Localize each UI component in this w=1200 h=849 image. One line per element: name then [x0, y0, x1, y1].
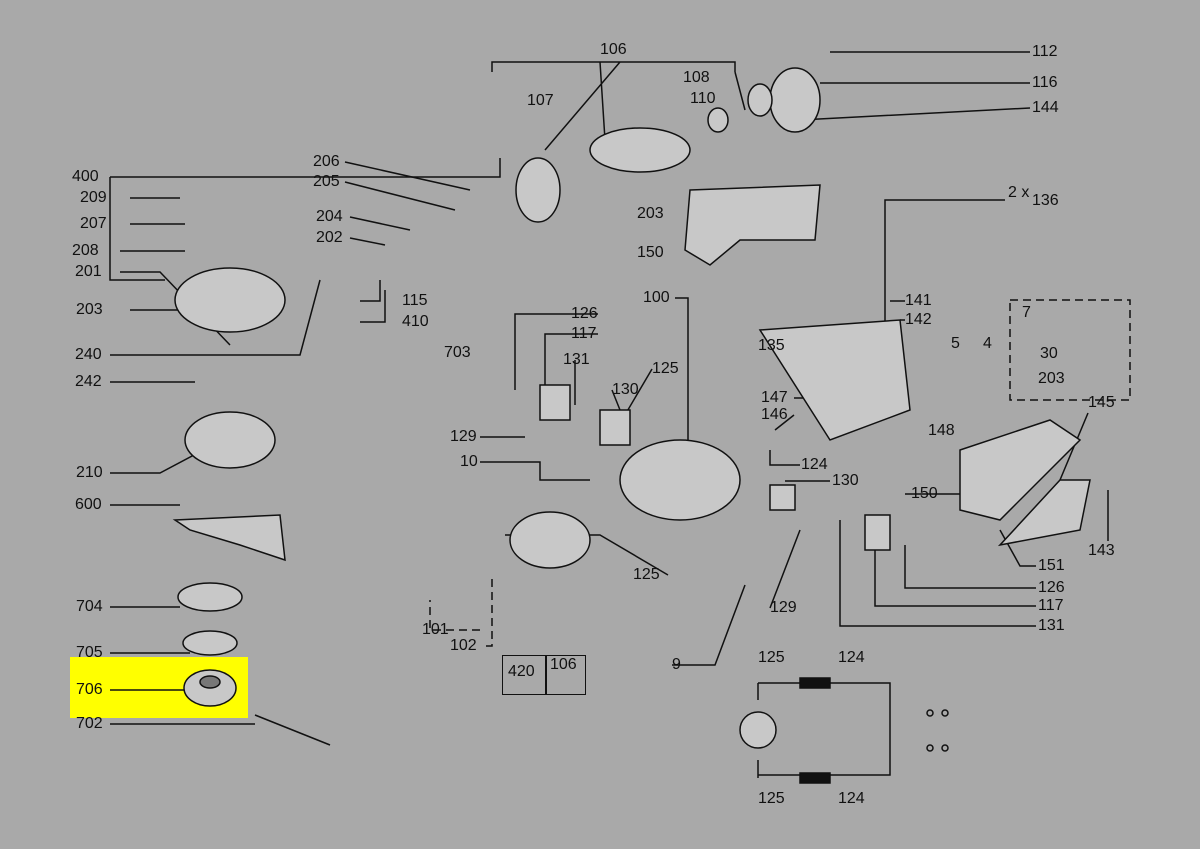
part-number-label: 141	[905, 292, 932, 309]
part-shapes	[172, 67, 1091, 746]
part-number-label: 207	[80, 215, 107, 232]
part-number-label: 131	[1038, 617, 1065, 634]
part-number-label: 142	[905, 311, 932, 328]
part-number-label: 600	[75, 496, 102, 513]
kit-box	[502, 655, 586, 695]
part-number-label: 125	[758, 649, 785, 666]
part-number-label: 30	[1040, 345, 1058, 362]
part-number-label: 125	[652, 360, 679, 377]
part-number-label: 101	[422, 621, 449, 638]
part-number-label: 202	[316, 229, 343, 246]
part-number-label: 203	[1038, 370, 1065, 387]
part-number-label: 204	[316, 208, 343, 225]
part-number-label: 145	[1088, 394, 1115, 411]
part-number-label: 144	[1032, 99, 1059, 116]
part-number-label: 205	[313, 173, 340, 190]
part-number-label: 107	[527, 92, 554, 109]
part-number-label: 7	[1022, 304, 1031, 321]
part-number-label: 201	[75, 263, 102, 280]
part-number-label: 704	[76, 598, 103, 615]
part-number-label: 4	[983, 335, 992, 352]
part-number-label: 115	[402, 292, 428, 309]
part-number-label: 150	[911, 485, 938, 502]
part-number-label: 108	[683, 69, 710, 86]
part-number-label: 131	[563, 351, 590, 368]
part-number-label: 126	[571, 305, 598, 322]
part-number-label: 148	[928, 422, 955, 439]
part-number-label: 203	[637, 205, 664, 222]
part-number-label: 203	[76, 301, 103, 318]
part-number-label: 106	[550, 656, 577, 673]
part-number-label: 117	[1038, 597, 1064, 614]
part-number-label: 106	[600, 41, 627, 58]
part-number-label: 242	[75, 373, 102, 390]
part-number-label: 100	[643, 289, 670, 306]
part-number-label: 124	[801, 456, 828, 473]
part-number-label: 9	[672, 656, 681, 673]
part-number-label: 206	[313, 153, 340, 170]
part-number-label: 129	[450, 428, 477, 445]
part-number-label: 210	[76, 464, 103, 481]
part-number-label: 110	[690, 90, 716, 107]
part-number-label: 702	[76, 715, 103, 732]
part-number-label: 705	[76, 644, 103, 661]
part-number-label: 10	[460, 453, 478, 470]
part-number-label: 117	[571, 325, 597, 342]
part-number-label: 135	[758, 337, 785, 354]
part-number-label: 5	[951, 335, 960, 352]
wiring-schematic	[739, 677, 949, 784]
part-number-label: 410	[402, 313, 429, 330]
part-number-label: 124	[838, 649, 865, 666]
part-number-label: 143	[1088, 542, 1115, 559]
part-number-label: 420	[508, 663, 535, 680]
part-number-label: 208	[72, 242, 99, 259]
part-number-label: 126	[1038, 579, 1065, 596]
part-number-label: 125	[758, 790, 785, 807]
part-number-label: 147	[761, 389, 788, 406]
part-number-label: 124	[838, 790, 865, 807]
part-number-label: 400	[72, 168, 99, 185]
part-number-label: 150	[637, 244, 664, 261]
part-number-label: 130	[832, 472, 859, 489]
part-number-label: 146	[761, 406, 788, 423]
part-number-label: 136	[1032, 192, 1059, 209]
part-number-label: 116	[1032, 74, 1058, 91]
part-number-label: 151	[1038, 557, 1065, 574]
part-number-label: 703	[444, 344, 471, 361]
part-number-label: 209	[80, 189, 107, 206]
part-number-label: 125	[633, 566, 660, 583]
kit-box-divider	[545, 655, 547, 695]
part-number-label: 102	[450, 637, 477, 654]
part-number-label: 130	[612, 381, 639, 398]
part-number-label: 112	[1032, 43, 1058, 60]
part-number-label: 706	[76, 681, 103, 698]
part-number-label: 2 x	[1008, 184, 1030, 201]
part-number-label: 240	[75, 346, 102, 363]
part-number-label: 129	[770, 599, 797, 616]
